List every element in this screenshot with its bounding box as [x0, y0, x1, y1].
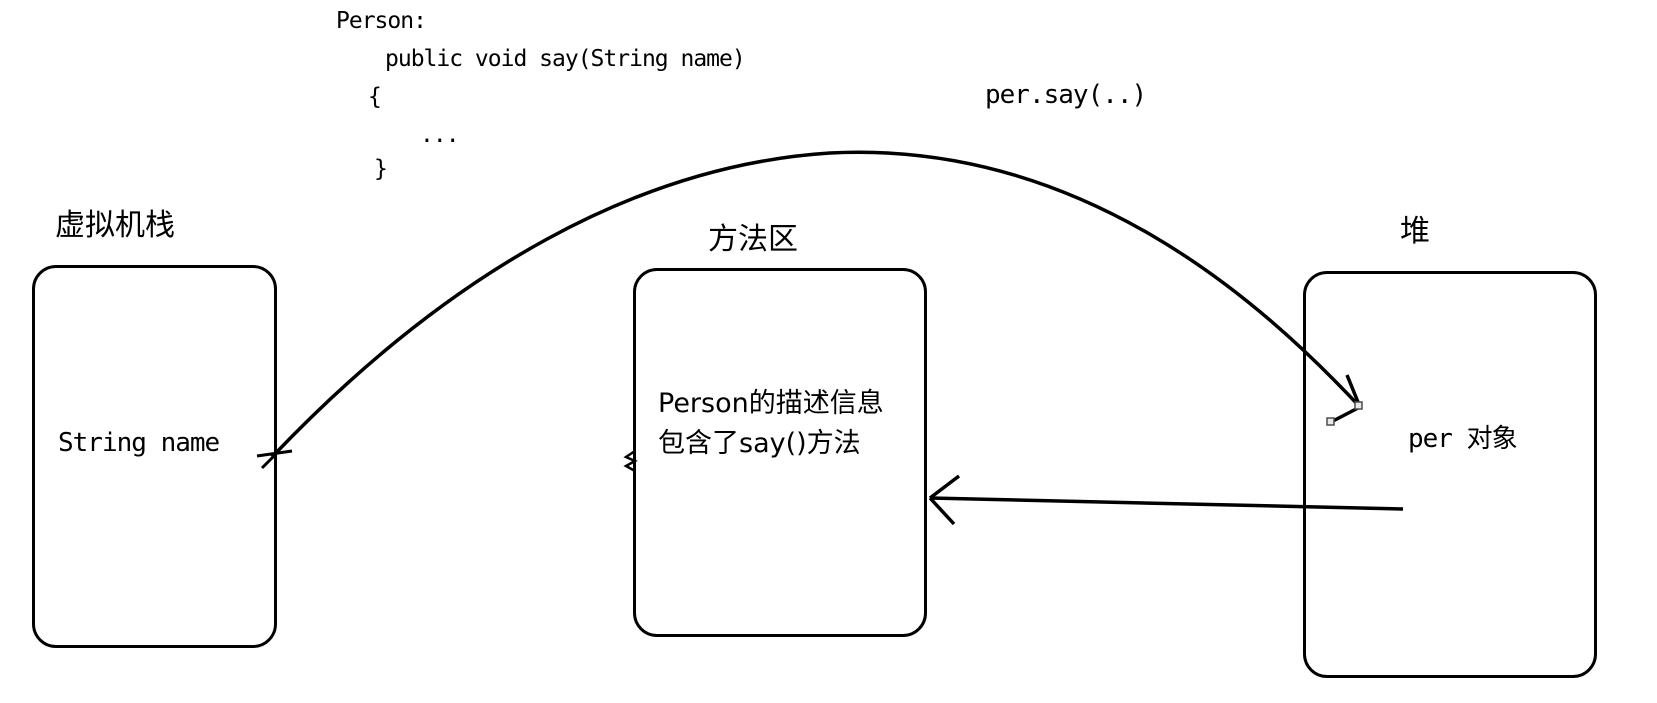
method-area-text-line2: 包含了say()方法: [658, 428, 861, 459]
code-body-ellipsis: ...: [420, 122, 460, 148]
heap-region-label: 堆: [1400, 214, 1430, 249]
stack-variable-text: String name: [58, 428, 220, 458]
horizontal-arrowhead-barb-upper: [928, 474, 961, 500]
method-call-label: per.say(..): [985, 80, 1147, 110]
stack-box: [32, 265, 277, 648]
code-close-brace: }: [374, 156, 388, 182]
code-open-brace: {: [368, 84, 382, 110]
stack-region-label: 虚拟机栈: [55, 208, 175, 243]
code-method-signature: public void say(String name): [385, 46, 746, 72]
heap-object-text: per 对象: [1408, 424, 1518, 454]
heap-box: [1303, 271, 1597, 678]
method-area-text-line1: Person的描述信息: [658, 388, 884, 419]
code-class-name: Person:: [336, 8, 427, 34]
method-area-region-label: 方法区: [708, 222, 798, 257]
horizontal-arrowhead-barb-lower: [928, 496, 956, 526]
